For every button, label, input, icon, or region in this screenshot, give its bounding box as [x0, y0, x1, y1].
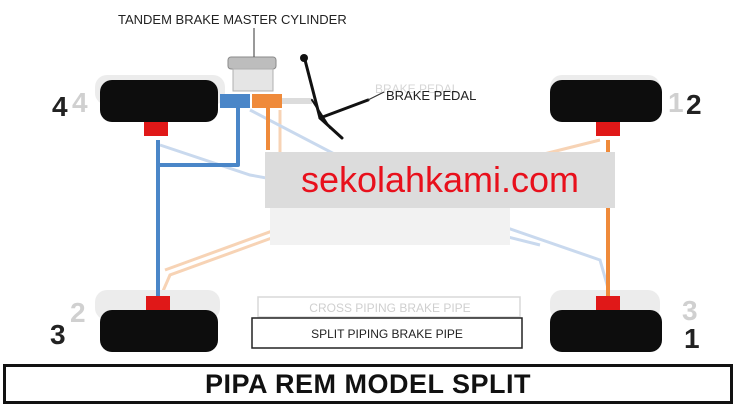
caliper-rear-left [146, 296, 170, 310]
reservoir-body [232, 68, 274, 92]
wheel-number-front-left: 4 [52, 91, 68, 122]
blue-pipe-to-front-left [156, 100, 240, 167]
cross-pipe-faded-orange-2 [158, 110, 282, 299]
wheel-front-right [550, 80, 662, 136]
caliper-rear-right [596, 296, 620, 310]
split-piping-label: SPLIT PIPING BRAKE PIPE [311, 327, 463, 341]
wheel-number-rear-left: 3 [50, 319, 66, 350]
brake-pedal [303, 58, 370, 140]
wheel-number-ghost-front-left: 4 [72, 87, 88, 118]
caliper-front-right [596, 122, 620, 136]
split-piping-box [251, 317, 523, 349]
wheel-rear-left [100, 296, 218, 352]
wheel-number-ghost-rear-right: 3 [682, 295, 698, 326]
watermark-box [265, 152, 615, 208]
wheel-number-rear-right: 1 [684, 323, 700, 354]
caliper-front-left [144, 122, 168, 136]
brake-pedal-ghost-label: BRAKE PEDAL [375, 82, 459, 96]
pedal-pivot-icon [300, 54, 308, 62]
blue-circuit [156, 100, 240, 300]
blue-chamber [220, 94, 250, 108]
orange-chamber [252, 94, 282, 108]
master-cylinder-label: TANDEM BRAKE MASTER CYLINDER [118, 12, 347, 27]
cross-piping-label: CROSS PIPING BRAKE PIPE [309, 301, 470, 315]
wheel-rear-right [550, 296, 662, 352]
cylinder-rod [282, 98, 312, 104]
wheel-number-ghost-rear-left: 2 [70, 297, 86, 328]
brake-pedal-leader [367, 91, 385, 101]
master-cylinder [220, 56, 312, 108]
brake-pedal-label: BRAKE PEDAL [386, 88, 476, 103]
wheel-number-front-right: 2 [686, 89, 702, 120]
reservoir-cap [227, 56, 277, 70]
footer-title: PIPA REM MODEL SPLIT [3, 364, 733, 404]
watermark-text: sekolahkami.com [301, 159, 579, 200]
wheel-front-left [100, 80, 218, 136]
wheel-number-ghost-front-right: 1 [668, 87, 684, 118]
